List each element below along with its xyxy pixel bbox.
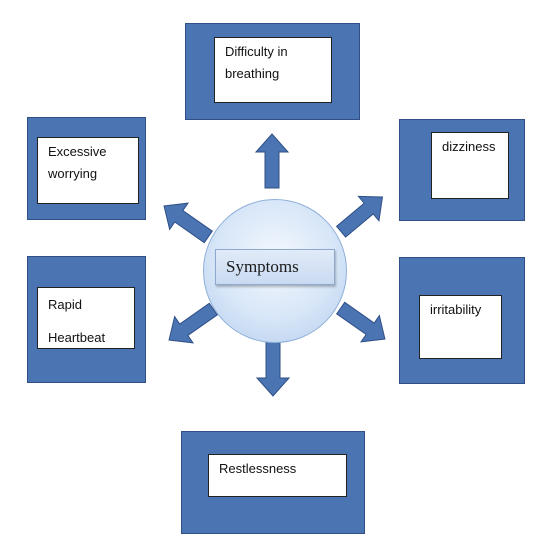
- arrow-to-irritability: [335, 301, 386, 343]
- node-box-restlessness: Restlessness: [181, 431, 365, 534]
- arrow-to-restlessness: [255, 341, 291, 397]
- node-line: worrying: [48, 166, 98, 181]
- node-text-dizziness: dizziness: [431, 132, 509, 199]
- node-line: Heartbeat: [48, 330, 106, 345]
- node-text-restlessness: Restlessness: [208, 454, 347, 497]
- arrow-to-difficulty-breathing: [254, 133, 290, 189]
- node-box-difficulty-breathing: Difficulty in breathing: [185, 23, 360, 120]
- node-box-irritability: irritability: [399, 257, 525, 384]
- center-label: Symptoms: [215, 249, 335, 285]
- arrow-to-rapid-heartbeat: [168, 302, 219, 344]
- node-line: breathing: [225, 66, 280, 81]
- node-text-rapid-heartbeat: Rapid Heartbeat: [37, 287, 135, 349]
- node-line: Excessive: [48, 144, 107, 159]
- node-box-excessive-worrying: Excessive worrying: [27, 117, 146, 220]
- node-text-excessive-worrying: Excessive worrying: [37, 137, 139, 204]
- arrow-to-dizziness: [335, 195, 384, 238]
- node-text-difficulty-breathing: Difficulty in breathing: [214, 37, 332, 103]
- node-line: Rapid: [48, 297, 82, 312]
- node-line: dizziness: [442, 139, 496, 154]
- node-text-irritability: irritability: [419, 295, 502, 359]
- node-line: irritability: [430, 302, 482, 317]
- node-line: Difficulty in: [225, 44, 288, 59]
- node-line: Restlessness: [219, 461, 297, 476]
- node-box-dizziness: dizziness: [399, 119, 525, 221]
- arrow-to-excessive-worrying: [163, 202, 214, 244]
- node-box-rapid-heartbeat: Rapid Heartbeat: [27, 256, 146, 383]
